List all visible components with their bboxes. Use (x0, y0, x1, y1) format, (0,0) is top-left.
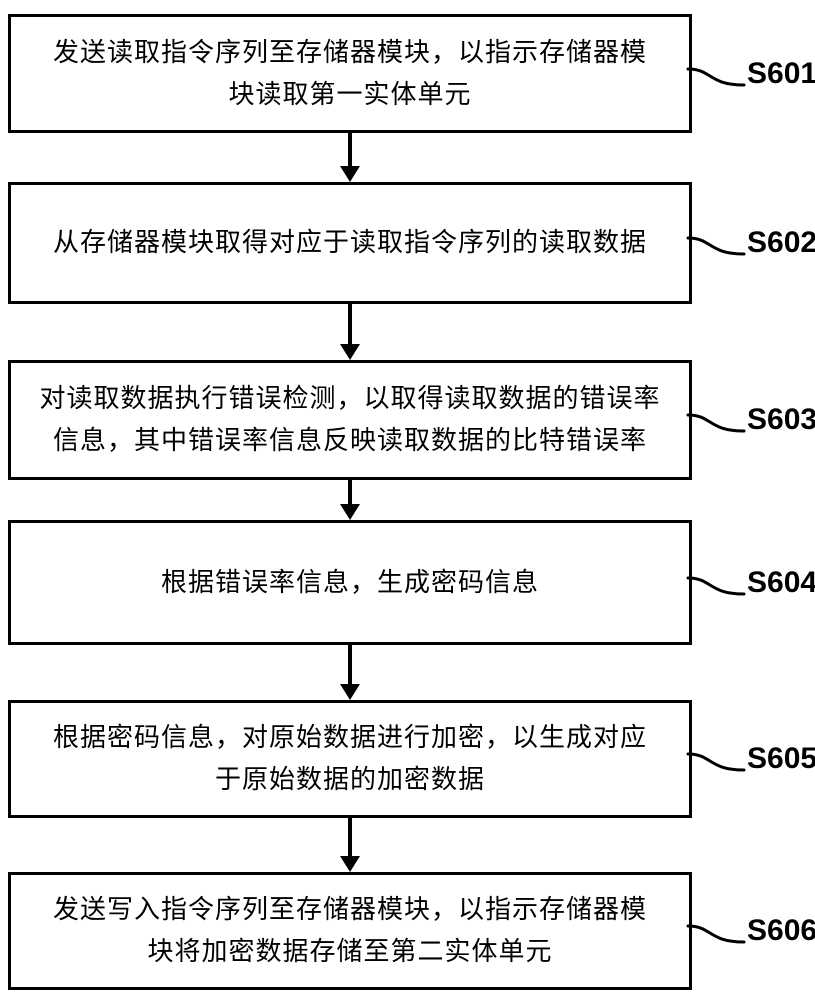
step-label-s601: S601 (747, 56, 815, 90)
step-text-s604: 根据错误率信息，生成密码信息 (160, 566, 539, 597)
arrow-down-icon (340, 304, 360, 360)
step-box-s601: 发送读取指令序列至存储器模块，以指示存储器模 块读取第一实体单元 (8, 14, 692, 133)
step-box-s606: 发送写入指令序列至存储器模块，以指示存储器模 块将加密数据存储至第二实体单元 (8, 872, 692, 990)
leader-line-s603 (686, 413, 746, 433)
step-text-s605: 根据密码信息，对原始数据进行加密，以生成对应 于原始数据的加密数据 (52, 722, 647, 794)
arrow-down-icon (340, 645, 360, 700)
step-box-s602: 从存储器模块取得对应于读取指令序列的读取数据 (8, 182, 692, 304)
leader-line-s602 (686, 236, 746, 256)
step-label-s605: S605 (747, 742, 815, 775)
step-label-s602: S602 (747, 226, 815, 259)
step-text-s603: 对读取数据执行错误检测，以取得读取数据的错误率 信息，其中错误率信息反映读取数据… (39, 383, 661, 455)
arrow-down-icon (340, 818, 360, 872)
arrow-down-icon (340, 133, 360, 182)
leader-line-s601 (686, 67, 746, 87)
leader-line-s606 (686, 924, 746, 944)
arrow-down-icon (340, 480, 360, 520)
step-label-s603: S603 (747, 403, 815, 436)
step-box-s604: 根据错误率信息，生成密码信息 (8, 520, 692, 645)
step-box-s603: 对读取数据执行错误检测，以取得读取数据的错误率 信息，其中错误率信息反映读取数据… (8, 360, 692, 480)
step-label-s604: S604 (747, 565, 815, 599)
step-box-s605: 根据密码信息，对原始数据进行加密，以生成对应 于原始数据的加密数据 (8, 700, 692, 818)
leader-line-s604 (686, 576, 746, 596)
step-label-s606: S606 (747, 914, 815, 947)
step-text-s606: 发送写入指令序列至存储器模块，以指示存储器模 块将加密数据存储至第二实体单元 (52, 894, 647, 966)
step-text-s602: 从存储器模块取得对应于读取指令序列的读取数据 (52, 227, 647, 258)
leader-line-s605 (686, 752, 746, 772)
step-text-s601: 发送读取指令序列至存储器模块，以指示存储器模 块读取第一实体单元 (52, 36, 647, 109)
